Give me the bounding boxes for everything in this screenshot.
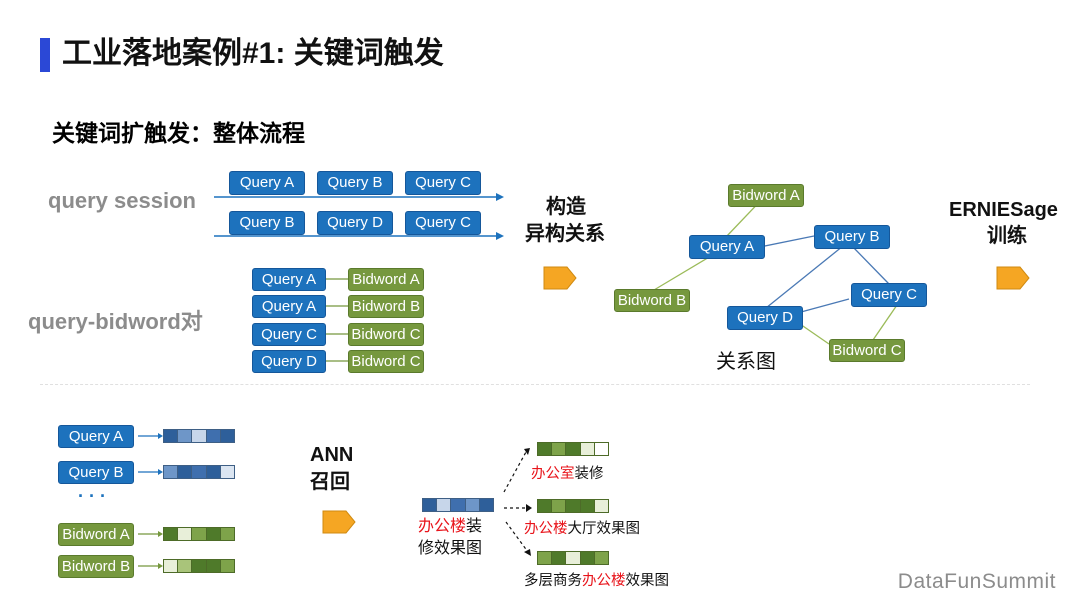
result-3-vector (537, 551, 609, 565)
query-doc-vector (422, 498, 494, 512)
title-accent-bar (40, 38, 50, 72)
section-subtitle: 关键词扩触发：整体流程 (52, 120, 305, 146)
step-build-line2: 异构关系 (525, 223, 605, 245)
session-query-b: Query B (229, 211, 305, 235)
query-bidword-label: query-bidword对 (28, 309, 203, 334)
graph-node-bidword-c: Bidword C (829, 339, 905, 362)
embed-bidword-b: Bidword B (58, 555, 134, 578)
graph-edges (653, 194, 898, 345)
embedding-arrows (138, 433, 163, 569)
session-query-c: Query C (405, 171, 481, 195)
orange-arrow-icon (322, 510, 356, 534)
pair-bidword: Bidword A (348, 268, 424, 291)
result-1: 办公室装修 (531, 462, 604, 483)
page-title: 工业落地案例#1: 关键词触发 (62, 37, 444, 70)
ellipsis: · · · (78, 486, 106, 506)
bidword-a-vector (163, 527, 235, 541)
step-build-line1: 构造 (546, 196, 586, 218)
session-query-c: Query C (405, 211, 481, 235)
graph-node-query-a: Query A (689, 235, 765, 259)
session-query-d: Query D (317, 211, 393, 235)
embed-query-b: Query B (58, 461, 134, 484)
brand-watermark: DataFunSummit (897, 570, 1056, 593)
result-pre: 多层商务 (524, 573, 582, 589)
result-highlight: 办公室 (531, 466, 575, 482)
graph-node-bidword-b: Bidword B (614, 289, 690, 312)
pair-query: Query D (252, 350, 326, 373)
result-2: 办公楼大厅效果图 (524, 517, 640, 538)
query-doc-rest: 装 (466, 518, 483, 535)
embed-bidword-a: Bidword A (58, 523, 134, 546)
result-post: 效果图 (625, 573, 670, 589)
step-ann-line1: ANN (310, 444, 354, 466)
pair-bidword: Bidword C (348, 323, 424, 346)
step-train-line2: 训练 (987, 225, 1027, 247)
session-query-a: Query A (229, 171, 305, 195)
query-doc-highlight: 办公楼 (418, 518, 467, 535)
query-a-vector (163, 429, 235, 443)
graph-node-query-c: Query C (851, 283, 927, 307)
graph-label: 关系图 (716, 351, 776, 373)
query-doc-line2: 修效果图 (418, 540, 483, 557)
pair-query: Query A (252, 295, 326, 318)
pair-query: Query C (252, 323, 326, 346)
result-highlight: 办公楼 (582, 573, 626, 589)
section-divider (40, 384, 1030, 385)
result-highlight: 办公楼 (524, 521, 568, 537)
session-query-b: Query B (317, 171, 393, 195)
result-post: 装修 (574, 466, 604, 482)
result-post: 大厅效果图 (567, 521, 641, 537)
result-1-vector (537, 442, 609, 456)
pair-query: Query A (252, 268, 326, 291)
step-ann-line2: 召回 (310, 471, 350, 493)
pair-bidword: Bidword C (348, 350, 424, 373)
pair-connectors (326, 278, 348, 362)
graph-node-bidword-a: Bidword A (728, 184, 804, 207)
result-3: 多层商务办公楼效果图 (524, 569, 669, 590)
orange-arrow-icon (996, 266, 1030, 290)
query-doc-line1: 办公楼装 (418, 516, 482, 538)
query-b-vector (163, 465, 235, 479)
graph-node-query-d: Query D (727, 306, 803, 330)
pair-bidword: Bidword B (348, 295, 424, 318)
session-timeline-arrows (214, 193, 504, 240)
result-2-vector (537, 499, 609, 513)
recall-dashed-arrows (503, 448, 532, 556)
step-train-line1: ERNIESage (949, 199, 1058, 221)
bidword-b-vector (163, 559, 235, 573)
orange-arrow-icon (543, 266, 577, 290)
query-session-label: query session (48, 188, 196, 213)
graph-node-query-b: Query B (814, 225, 890, 249)
embed-query-a: Query A (58, 425, 134, 448)
